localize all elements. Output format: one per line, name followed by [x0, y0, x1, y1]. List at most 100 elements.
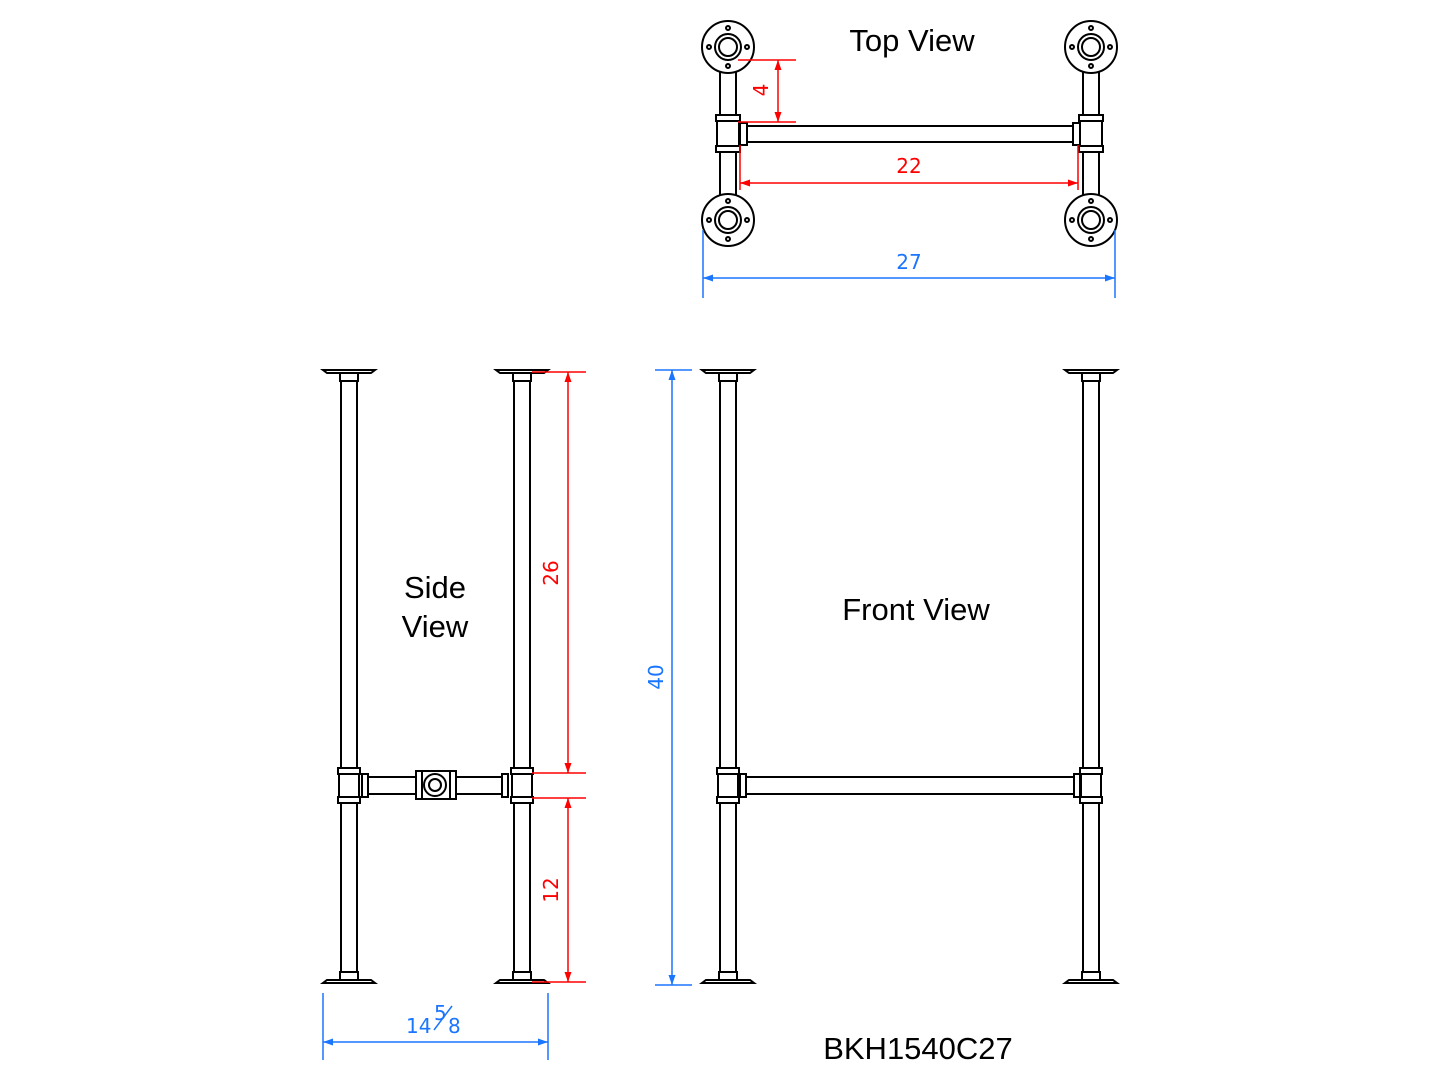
pipe-upper [513, 380, 531, 769]
tee-band [337, 767, 361, 775]
dim-depth-whole: 14 [406, 1014, 431, 1038]
bolt-hole [1107, 217, 1113, 223]
fraction-slash [433, 1005, 453, 1031]
bolt-hole [1069, 217, 1075, 223]
flange-collar [512, 372, 532, 382]
stretcher-band [739, 773, 747, 798]
top-stretcher-band [739, 122, 748, 146]
arrowhead [1105, 274, 1115, 282]
flange-top [699, 369, 757, 374]
bolt-hole [1088, 198, 1094, 204]
arrowhead [774, 112, 782, 122]
arrowhead [564, 763, 572, 773]
stretcher-band [1073, 773, 1081, 798]
flange-hub [714, 206, 742, 234]
top-stretcher-pipe [744, 125, 1076, 143]
bolt-hole [744, 44, 750, 50]
bolt-hole [725, 198, 731, 204]
flange-bore [718, 37, 738, 57]
arrowhead [564, 972, 572, 982]
dim-lower-height: 12 [539, 877, 563, 902]
flange-bottom [493, 979, 551, 984]
pipe-lower [513, 801, 531, 973]
tee-band [1079, 767, 1103, 775]
bolt-hole [725, 25, 731, 31]
flange-plate [701, 193, 755, 247]
arrowhead [668, 975, 676, 985]
bolt-hole [706, 217, 712, 223]
flange-collar [339, 372, 359, 382]
flange-top [320, 369, 378, 374]
flange-bore [718, 210, 738, 230]
bolt-hole [1107, 44, 1113, 50]
cross-band [449, 770, 457, 800]
tee-band [337, 796, 361, 804]
dim-inner-span: 22 [896, 154, 921, 178]
top-tee-band [715, 114, 741, 122]
arrowhead [564, 372, 572, 382]
front-view-label: Front View [842, 592, 990, 627]
bolt-hole [1088, 25, 1094, 31]
flange-hub [1077, 206, 1105, 234]
crossbar-band [361, 773, 369, 798]
stretcher-pipe [744, 776, 1076, 795]
side-view-label-2: View [402, 609, 469, 644]
pipe-lower [719, 801, 737, 973]
flange-plate [701, 20, 755, 74]
flange-collar [1081, 971, 1101, 981]
flange-collar [1081, 372, 1101, 382]
crossbar-band [501, 773, 509, 798]
flange-plate [1064, 20, 1118, 74]
bolt-hole [706, 44, 712, 50]
dim-depth-denominator: 8 [448, 1014, 461, 1038]
model-code: BKH1540C27 [823, 1031, 1013, 1066]
arrowhead [538, 1038, 548, 1046]
top-tee-band [1078, 114, 1104, 122]
arrowhead [740, 179, 750, 187]
cross-band [415, 770, 423, 800]
arrowhead [1068, 179, 1078, 187]
pipe-upper [340, 380, 358, 769]
top-view-label: Top View [849, 23, 975, 58]
flange-bottom [699, 979, 757, 984]
top-stretcher-band [1072, 122, 1081, 146]
pipe-geometry [320, 20, 1120, 984]
dim-upper-height: 26 [539, 560, 563, 585]
arrowhead [703, 274, 713, 282]
top-tee-band [1078, 145, 1104, 153]
pipe-lower [1082, 801, 1100, 973]
flange-hub [714, 33, 742, 61]
tee-band [510, 767, 534, 775]
bolt-hole [744, 217, 750, 223]
flange-hub [1077, 33, 1105, 61]
flange-top [1062, 369, 1120, 374]
tee-band [716, 767, 740, 775]
top-tee-band [715, 145, 741, 153]
cross-outlet-inner [428, 778, 442, 792]
flange-bottom [320, 979, 378, 984]
pipe-upper [1082, 380, 1100, 769]
arrowhead [774, 60, 782, 70]
dim-overall-height: 40 [644, 664, 668, 689]
arrowhead [564, 798, 572, 808]
flange-collar [512, 971, 532, 981]
side-view-label-1: Side [404, 570, 466, 605]
flange-collar [718, 372, 738, 382]
pipe-upper [719, 380, 737, 769]
flange-bottom [1062, 979, 1120, 984]
cross-outlet [423, 773, 447, 797]
flange-bore [1081, 37, 1101, 57]
dimension-lines [322, 59, 1116, 1060]
arrowhead [668, 370, 676, 380]
dim-flange-offset: 4 [749, 84, 773, 97]
flange-collar [339, 971, 359, 981]
tee-band [510, 796, 534, 804]
tee-band [716, 796, 740, 804]
flange-collar [718, 971, 738, 981]
bolt-hole [1088, 236, 1094, 242]
flange-plate [1064, 193, 1118, 247]
flange-bore [1081, 210, 1101, 230]
pipe-lower [340, 801, 358, 973]
